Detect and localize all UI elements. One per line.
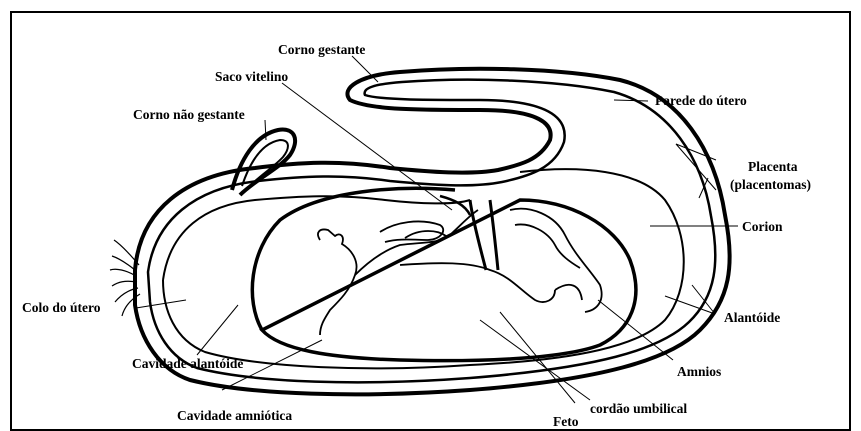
label-amnios: Amnios (677, 364, 721, 379)
umbilical-cord (470, 200, 498, 270)
label-corno-nao-gestante: Corno não gestante (133, 107, 245, 122)
label-parede-utero: Parede do útero (655, 93, 747, 108)
label-placentomas: (placentomas) (730, 177, 811, 192)
label-colo-utero: Colo do útero (22, 300, 101, 315)
amnion (252, 188, 636, 360)
label-cavidade-alantoide: Cavidade alantóide (132, 356, 243, 371)
fetus (318, 209, 602, 335)
yolk-sac (440, 196, 470, 215)
label-cordao-umbilical: cordão umbilical (590, 401, 687, 416)
allantois-membrane (163, 169, 684, 368)
label-cavidade-amniotica: Cavidade amniótica (177, 408, 292, 423)
label-corno-gestante: Corno gestante (278, 42, 365, 57)
label-corion: Corion (742, 219, 783, 234)
label-feto: Feto (553, 414, 579, 428)
label-placenta: Placenta (748, 159, 798, 174)
label-saco-vitelino: Saco vitelino (215, 69, 288, 84)
label-alantoide: Alantóide (724, 310, 780, 325)
